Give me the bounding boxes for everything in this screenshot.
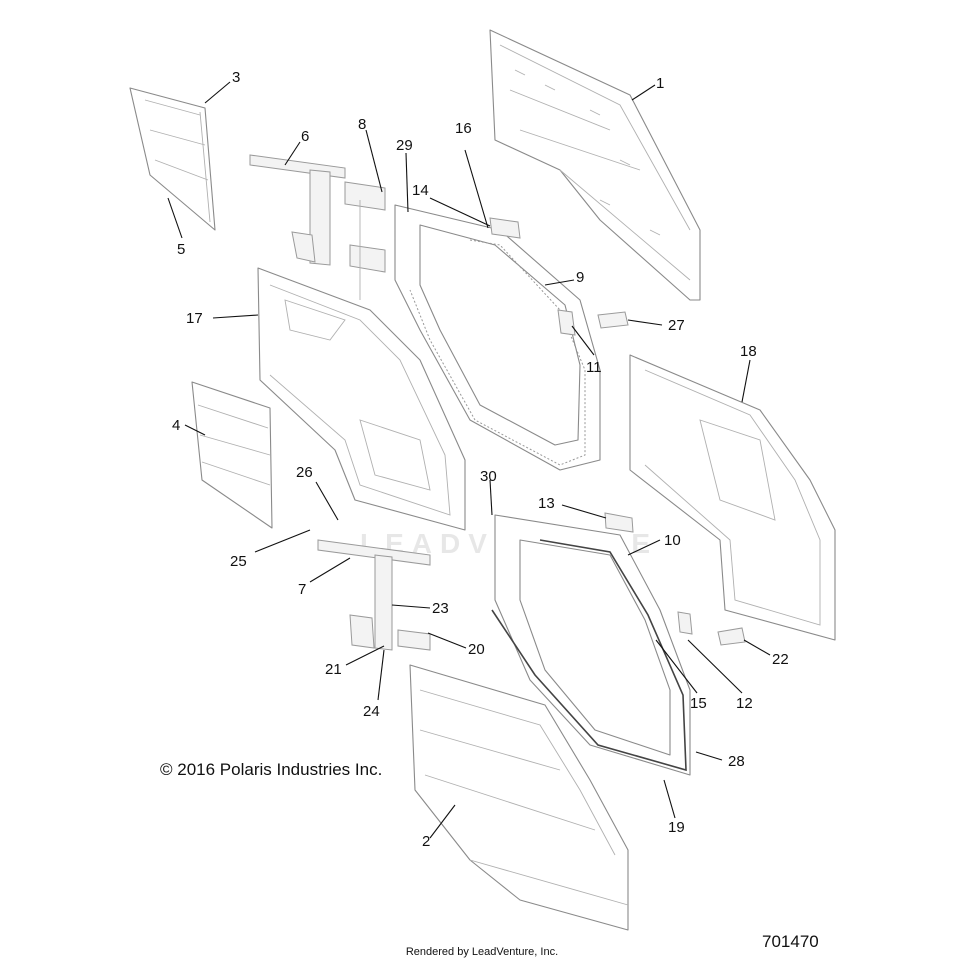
callout-25: 25 [230,553,247,570]
door-panel-lower [409,664,629,931]
callout-labels: 1 2 3 4 5 6 7 8 9 10 11 12 13 14 15 16 1… [172,69,789,850]
callout-15: 15 [690,695,707,712]
hinge-bracket-upper [249,154,346,266]
callout-12: 12 [736,695,753,712]
callout-14: 14 [412,182,429,199]
small-panel-lower-left [191,381,273,529]
latch-lower [604,512,634,533]
callout-13: 13 [538,495,555,512]
upper-door-frame [394,204,601,471]
callout-1: 1 [656,75,664,92]
callout-11: 11 [586,359,602,376]
callout-2: 2 [422,833,430,850]
callout-17: 17 [186,310,203,327]
callout-18: 18 [740,343,757,360]
callout-9: 9 [576,269,584,286]
callout-5: 5 [177,241,185,258]
handle-upper [557,309,576,336]
lower-door-frame [491,514,691,776]
callout-22: 22 [772,651,789,668]
callout-7: 7 [298,581,306,598]
callout-28: 28 [728,753,745,770]
callout-29: 29 [396,137,413,154]
callout-30: 30 [480,468,497,485]
callout-20: 20 [468,641,485,658]
callout-23: 23 [432,600,449,617]
inner-door-panel-left [257,267,466,531]
copyright-notice: © 2016 Polaris Industries Inc. [160,760,383,779]
hinge-pin-upper [597,311,629,329]
hinge-bracket-lower [317,539,431,651]
hinge-pin-lower [717,627,746,646]
callout-4: 4 [172,417,180,434]
door-panel-upper-right [489,29,701,301]
callout-27: 27 [668,317,685,334]
rendered-by-credit: Rendered by LeadVenture, Inc. [405,946,559,958]
callout-3: 3 [232,69,240,86]
callout-24: 24 [363,703,380,720]
callout-6: 6 [301,128,309,145]
latch-upper [489,217,521,239]
inner-door-panel-right [629,354,836,641]
small-panel-upper-left [129,87,216,231]
leader-lines [167,81,771,839]
callout-10: 10 [664,532,681,549]
callout-21: 21 [325,661,342,678]
callout-16: 16 [455,120,472,137]
diagram-number: 701470 [762,932,819,951]
callout-19: 19 [668,819,685,836]
callout-8: 8 [358,116,366,133]
hinge-plates-upper [344,181,386,300]
handle-lower [677,611,693,635]
callout-26: 26 [296,464,313,481]
